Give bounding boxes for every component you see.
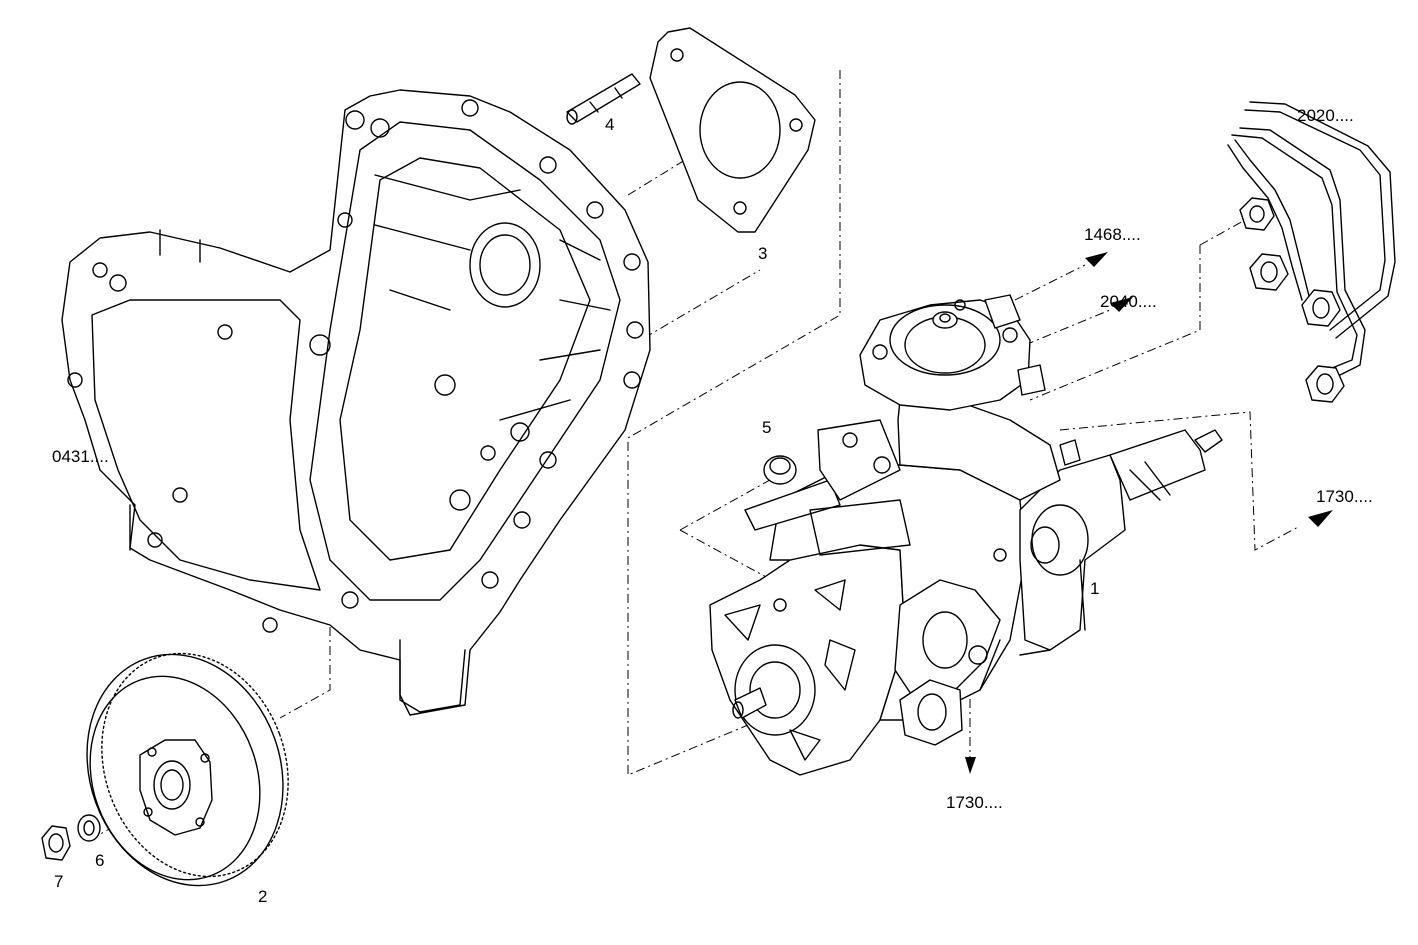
washer-6: [77, 814, 101, 842]
arrow-1468: [1085, 252, 1108, 267]
label-pump: 1: [1090, 579, 1099, 598]
fitting-5: [763, 455, 797, 485]
label-housing-ref: 0431....: [52, 447, 109, 466]
arrow-1730-right: [1308, 510, 1333, 527]
label-ref-2040: 2040....: [1100, 292, 1157, 311]
label-ref-2020: 2020....: [1297, 106, 1354, 125]
label-nut: 7: [54, 872, 63, 891]
arrow-1730-bottom: [965, 757, 976, 774]
nut-7: [41, 825, 71, 861]
gear-2: [86, 652, 289, 887]
label-fitting: 5: [762, 418, 771, 437]
label-washer: 6: [95, 851, 104, 870]
part-labels: 1 2 3 4 5 6 7 0431.... 1468.... 2040....…: [52, 106, 1373, 906]
label-ref-1468: 1468....: [1084, 225, 1141, 244]
label-ref-1730-right: 1730....: [1316, 487, 1373, 506]
arrow-2040: [1110, 297, 1133, 312]
housing-bolt-holes: [67, 99, 644, 633]
injector-line-nuts: [1239, 197, 1345, 403]
injection-pump-1: [709, 394, 1223, 776]
arrows: [965, 252, 1333, 774]
label-gasket: 3: [758, 244, 767, 263]
label-gear: 2: [258, 887, 267, 906]
injector-lines: [1227, 101, 1396, 403]
label-ref-1730-bottom: 1730....: [946, 793, 1003, 812]
stud-4: [566, 73, 641, 125]
diaphragm-unit: [859, 294, 1046, 411]
timing-housing: [61, 89, 651, 716]
gasket-3: [649, 27, 816, 233]
label-stud: 4: [605, 115, 614, 134]
